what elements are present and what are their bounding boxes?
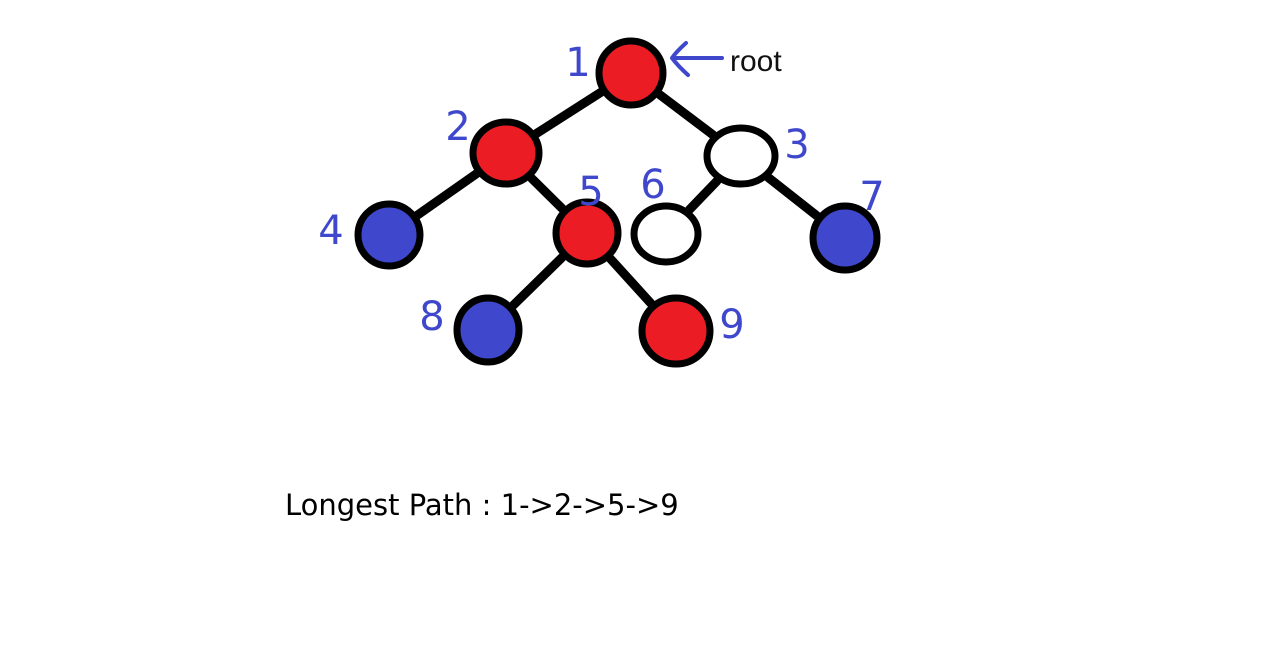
node-label-2: 2 (445, 104, 470, 150)
node-label-4: 4 (318, 208, 343, 254)
edge-5-9 (606, 254, 656, 308)
root-annotation: root (670, 41, 782, 78)
nodes-layer (354, 37, 881, 368)
node-label-7: 7 (859, 174, 884, 220)
node-3 (703, 124, 779, 188)
edge-1-3 (655, 90, 718, 140)
edge-3-7 (763, 173, 822, 221)
edge-2-4 (413, 169, 482, 220)
node-1 (595, 37, 667, 109)
edges-layer (413, 87, 822, 310)
node-label-3: 3 (784, 122, 809, 168)
root-label: root (730, 45, 782, 78)
node-7 (809, 202, 881, 274)
node-6 (630, 202, 702, 266)
node-label-6: 6 (640, 162, 665, 208)
edge-3-6 (685, 176, 722, 214)
node-2 (469, 118, 543, 188)
longest-path-caption: Longest Path : 1->2->5->9 (285, 488, 679, 522)
edge-5-8 (508, 252, 567, 310)
node-5 (552, 198, 622, 268)
node-label-9: 9 (719, 302, 744, 348)
node-label-5: 5 (578, 169, 603, 215)
node-4 (354, 200, 424, 270)
node-label-1: 1 (565, 40, 590, 86)
node-8 (453, 294, 523, 366)
left-arrow-icon (670, 41, 724, 77)
node-9 (638, 294, 714, 368)
edge-1-2 (531, 87, 606, 139)
node-label-8: 8 (419, 294, 444, 340)
edge-2-5 (527, 173, 567, 213)
